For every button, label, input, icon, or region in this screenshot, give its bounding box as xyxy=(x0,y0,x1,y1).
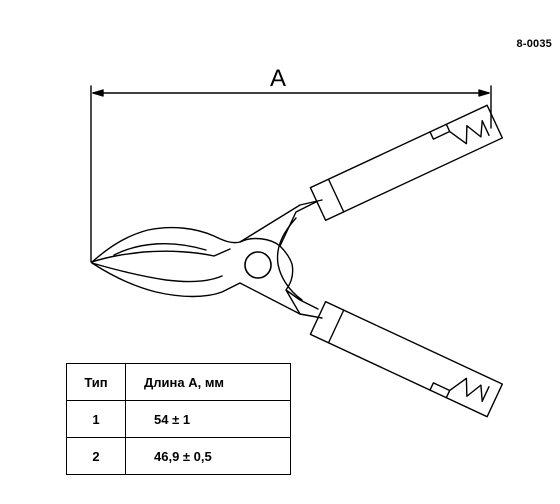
spring-body xyxy=(239,237,301,315)
spring-body-inner xyxy=(279,201,317,247)
arrow-left xyxy=(92,89,104,97)
part-code: 8-0035 xyxy=(516,38,552,50)
table-row: 1 54 ± 1 xyxy=(66,400,291,438)
header-length: Длина А, мм xyxy=(125,363,291,401)
inner-v xyxy=(276,217,303,301)
header-type: Тип xyxy=(66,363,126,401)
lower-handle xyxy=(309,300,504,418)
cell-length: 46,9 ± 0,5 xyxy=(125,437,291,475)
lower-jaw-inner xyxy=(91,262,223,283)
cell-type: 1 xyxy=(66,400,126,438)
table-header-row: Тип Длина А, мм xyxy=(66,363,291,401)
pivot-rivet xyxy=(244,251,272,279)
upper-handle xyxy=(309,104,504,222)
lower-jaw xyxy=(91,262,323,319)
cell-length: 54 ± 1 xyxy=(125,400,291,438)
upper-jaw xyxy=(91,199,323,263)
dimension-label: A xyxy=(270,65,286,92)
spec-table: Тип Длина А, мм 1 54 ± 1 2 46,9 ± 0,5 xyxy=(66,363,291,475)
upper-jaw-inner-2 xyxy=(113,242,207,256)
table-row: 2 46,9 ± 0,5 xyxy=(66,437,291,475)
arrow-right xyxy=(478,89,490,97)
upper-jaw-inner xyxy=(91,248,231,263)
spring-body-inner-2 xyxy=(285,289,319,310)
cell-type: 2 xyxy=(66,437,126,475)
